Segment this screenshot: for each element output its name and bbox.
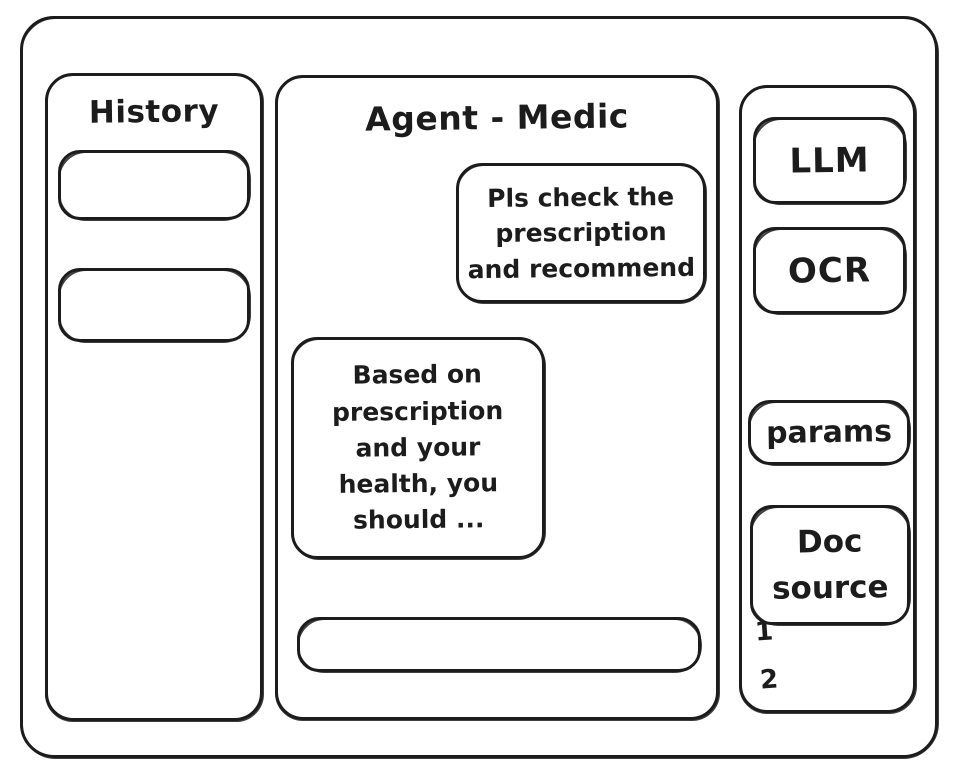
doc-source-ref-2[interactable]: 2 xyxy=(758,664,780,696)
chat-panel-title: Agent - Medic xyxy=(364,96,630,139)
tool-button-llm-label: LLM xyxy=(789,139,870,182)
tool-button-doc-source-label: Doc source xyxy=(771,523,889,607)
tool-button-params-label: params xyxy=(765,414,893,451)
agent-message-text: Based on prescription and your health, y… xyxy=(331,359,504,536)
user-message-text: Pls check the prescription and recommend xyxy=(467,181,696,284)
history-list-item[interactable] xyxy=(58,268,251,343)
message-input[interactable] xyxy=(297,617,702,673)
history-list-item[interactable] xyxy=(58,150,251,221)
doc-source-ref-1[interactable]: 1 xyxy=(753,616,775,648)
history-panel-title: History xyxy=(88,93,220,131)
tool-button-ocr-label: OCR xyxy=(787,249,872,292)
